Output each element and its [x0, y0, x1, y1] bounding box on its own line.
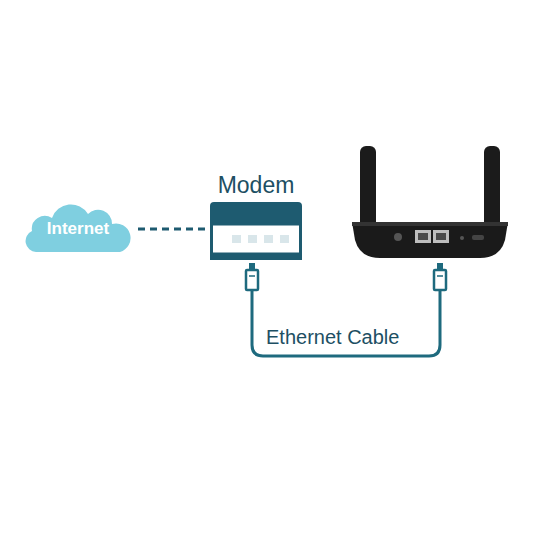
cable-label: Ethernet Cable: [266, 325, 399, 349]
dashed-link: [138, 228, 206, 231]
modem-top: [210, 202, 302, 224]
cloud-node: Internet: [22, 204, 134, 254]
ethernet-port: [415, 230, 431, 243]
device-heading: Modem: [187, 172, 325, 198]
wps-button: [472, 235, 484, 240]
port-socket: [436, 233, 446, 240]
modem-port: [280, 235, 289, 243]
ethernet-cable: [252, 290, 440, 356]
modem-port: [232, 235, 241, 243]
modem-port: [248, 235, 257, 243]
power-jack: [394, 233, 402, 241]
ethernet-port: [433, 230, 449, 243]
cable-plug: [246, 263, 258, 290]
reset-hole: [460, 236, 464, 240]
modem-base: [210, 253, 302, 260]
router-body: [352, 222, 508, 258]
modem-shape: [210, 202, 302, 260]
cable-plug: [434, 263, 446, 290]
modem-node: Modem: [207, 172, 305, 260]
port-socket: [418, 233, 428, 240]
modem-port: [264, 235, 273, 243]
cloud-label: Internet: [22, 204, 134, 254]
router-edge: [352, 222, 508, 226]
modem-front: [212, 224, 301, 254]
